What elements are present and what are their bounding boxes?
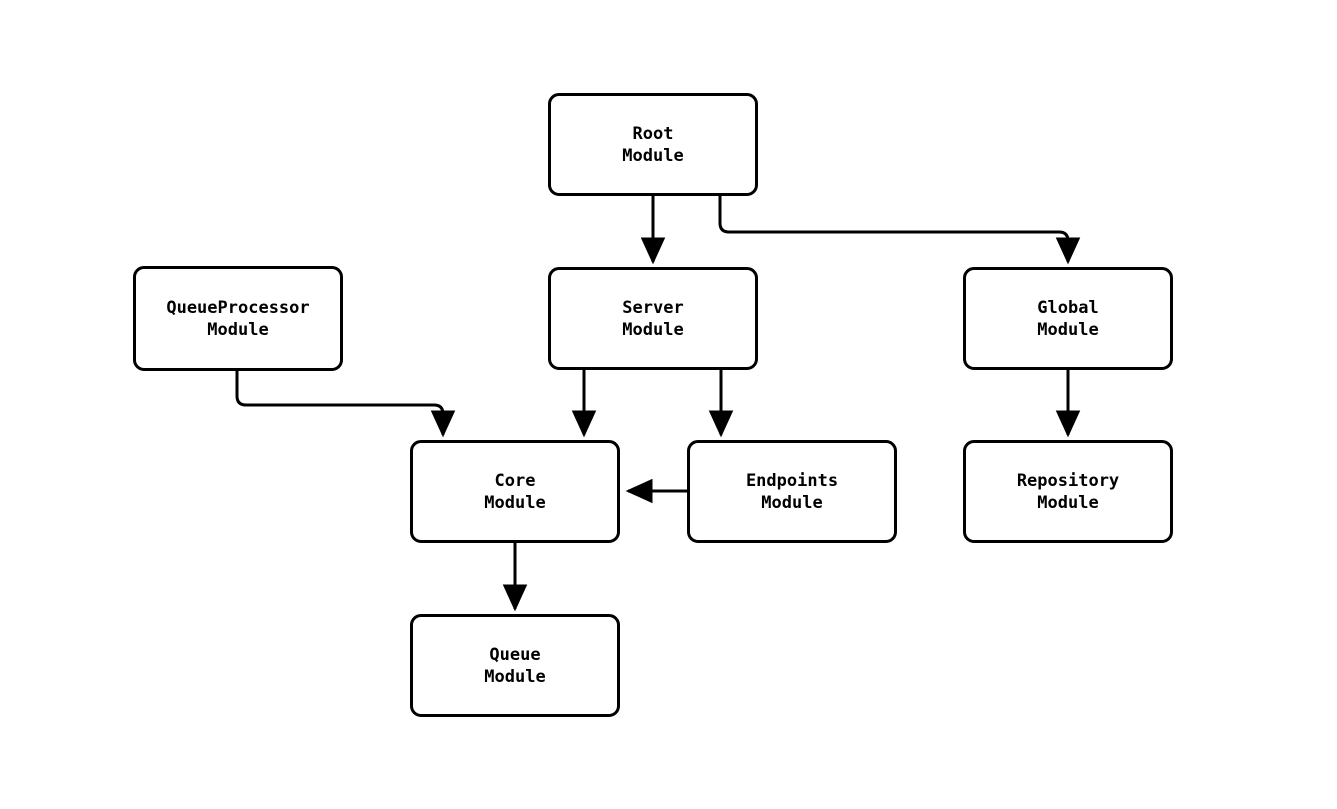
node-queueprocessor[interactable]: QueueProcessor Module [133, 266, 343, 371]
node-repository-label-line1: Repository [1016, 470, 1120, 491]
node-repository[interactable]: Repository Module [963, 440, 1173, 543]
node-queue[interactable]: Queue Module [410, 614, 620, 717]
node-root[interactable]: Root Module [548, 93, 758, 196]
node-core-label-line1: Core [494, 470, 536, 491]
node-endpoints-label-line2: Module [761, 492, 823, 513]
node-server-label-line1: Server [622, 297, 684, 318]
edge-queueprocessor-to-core [235, 371, 456, 438]
node-server-label-line2: Module [622, 319, 684, 340]
node-endpoints[interactable]: Endpoints Module [687, 440, 897, 543]
node-root-label-line1: Root [632, 123, 674, 144]
node-global[interactable]: Global Module [963, 267, 1173, 370]
node-root-label-line2: Module [622, 145, 684, 166]
node-queue-label-line1: Queue [489, 644, 541, 665]
node-repository-label-line2: Module [1037, 492, 1099, 513]
node-queue-label-line2: Module [484, 666, 546, 687]
node-endpoints-label-line1: Endpoints [745, 470, 839, 491]
node-global-label-line2: Module [1037, 319, 1099, 340]
node-server[interactable]: Server Module [548, 267, 758, 370]
node-global-label-line1: Global [1037, 297, 1099, 318]
node-core[interactable]: Core Module [410, 440, 620, 543]
node-queueprocessor-label-line1: QueueProcessor [166, 297, 310, 318]
node-core-label-line2: Module [484, 492, 546, 513]
edge-root-to-global [718, 196, 1081, 265]
node-queueprocessor-label-line2: Module [207, 319, 269, 340]
